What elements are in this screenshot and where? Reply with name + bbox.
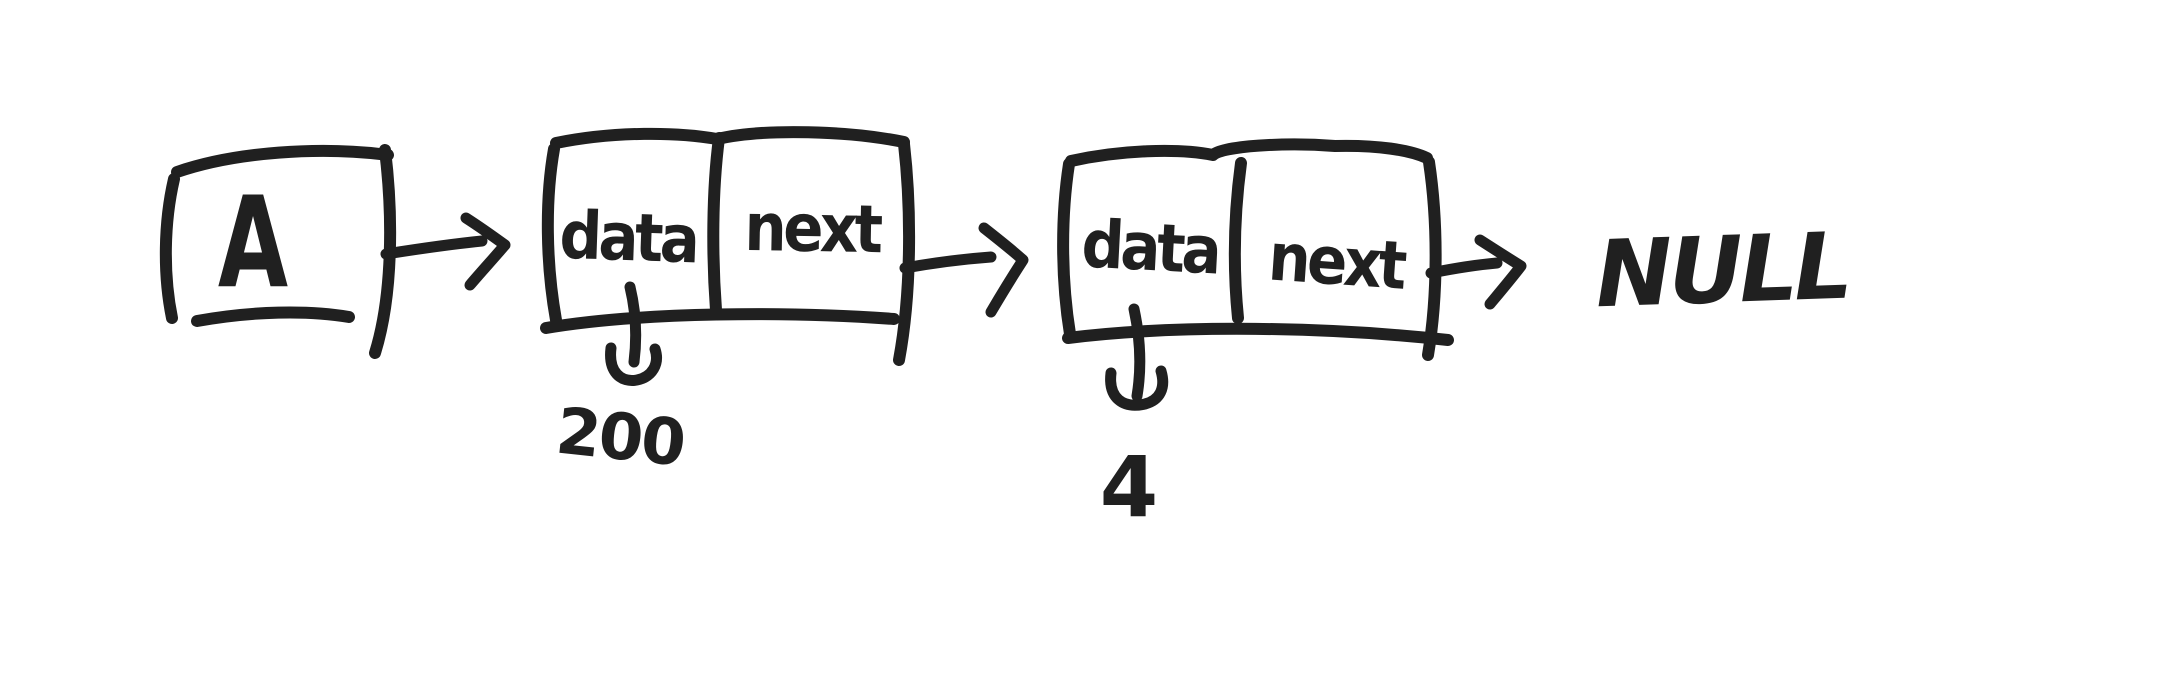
node-2-left — [1057, 158, 1076, 340]
node-2-top — [1065, 138, 1433, 167]
arrow-down-icon — [1105, 365, 1169, 411]
node-2-data-label: data — [1079, 205, 1221, 290]
head-pointer-shaft — [380, 235, 488, 260]
node-1-left — [541, 143, 562, 326]
node-2-data-value: 4 — [1099, 438, 1158, 536]
node-1-data-pointer-shaft — [624, 281, 642, 368]
head-box-left — [159, 173, 180, 324]
arrow-right-icon — [978, 222, 1029, 318]
arrow-right-icon — [460, 212, 511, 291]
node-1-data-label: data — [558, 196, 698, 279]
node-2-box — [1057, 138, 1454, 361]
null-terminator-label: NULL — [1593, 212, 1851, 329]
head-pointer-arrow — [380, 212, 511, 291]
node-2-next-label: next — [1266, 218, 1406, 305]
node-2-cell-divider — [1228, 157, 1247, 324]
node-2-next-arrow — [1425, 234, 1527, 310]
node-1-next-arrow — [899, 222, 1029, 318]
node-2-bottom — [1062, 322, 1454, 346]
node-1-cell-divider — [707, 132, 725, 316]
node-1-top — [550, 126, 910, 149]
head-box-top — [171, 144, 394, 178]
head-label: A — [217, 169, 289, 316]
node-1-next-arrow-shaft — [899, 251, 997, 274]
node-2-data-pointer — [1105, 303, 1169, 411]
node-1-box — [540, 126, 916, 366]
arrow-right-icon — [1474, 234, 1527, 310]
node-1-next-label: next — [743, 188, 881, 269]
node-1-data-pointer — [605, 281, 662, 386]
node-2-right — [1422, 156, 1442, 361]
node-1-bottom — [540, 308, 900, 334]
node-2-next-arrow-shaft — [1425, 257, 1503, 279]
node-1-right — [893, 138, 916, 366]
node-1-data-value: 200 — [552, 394, 688, 482]
head-box-bottom — [191, 306, 355, 327]
node-2-data-pointer-shaft — [1128, 303, 1146, 402]
arrow-down-icon — [605, 342, 662, 386]
